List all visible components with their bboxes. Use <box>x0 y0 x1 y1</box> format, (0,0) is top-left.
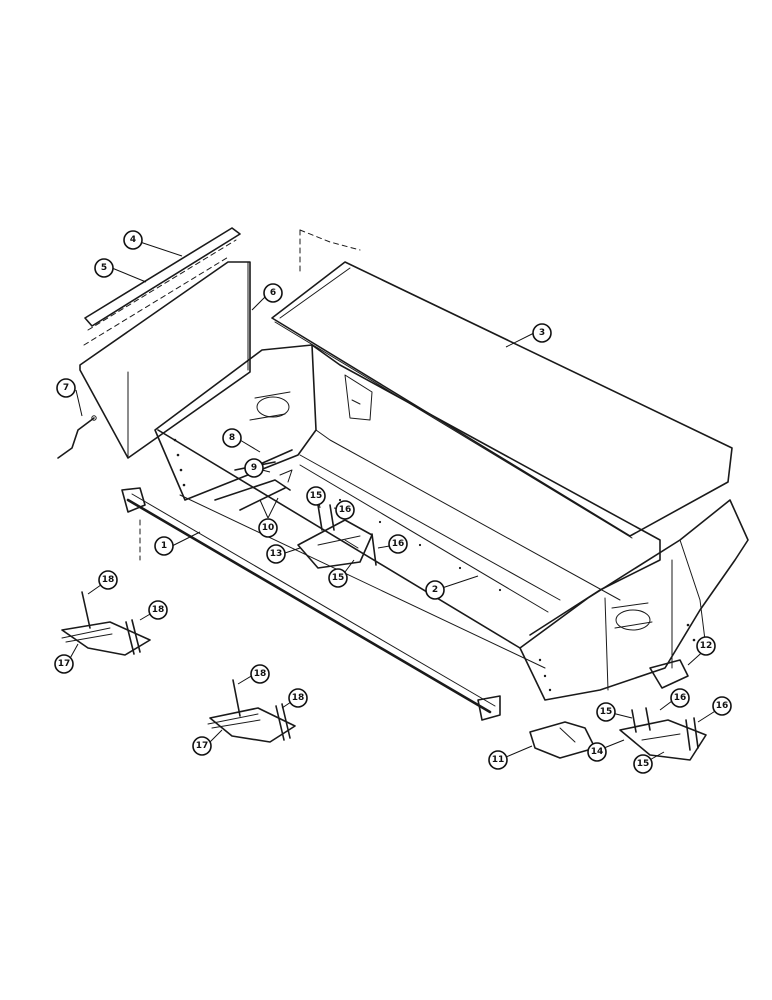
callout-18b: 18 <box>148 600 168 620</box>
callout-16b: 16 <box>388 534 408 554</box>
callout-16c: 16 <box>670 688 690 708</box>
callout-11: 11 <box>488 750 508 770</box>
callout-18c: 18 <box>250 664 270 684</box>
callout-label: 12 <box>700 641 713 651</box>
left-lid-assembly <box>79 227 251 459</box>
callout-15d: 15 <box>633 754 653 774</box>
callout-label: 6 <box>270 288 276 298</box>
callout-label: 14 <box>591 747 604 757</box>
callout-6: 6 <box>263 283 283 303</box>
callout-15b: 15 <box>328 568 348 588</box>
callout-label: 8 <box>229 433 235 443</box>
callout-label: 11 <box>492 755 505 765</box>
hopper-body <box>154 344 749 701</box>
callout-label: 9 <box>251 463 257 473</box>
callout-17b: 17 <box>192 736 212 756</box>
callout-label: 15 <box>600 707 613 717</box>
callout-5: 5 <box>94 258 114 278</box>
callout-label: 16 <box>339 505 352 515</box>
callout-15c: 15 <box>596 702 616 722</box>
callout-label: 16 <box>392 539 405 549</box>
callout-label: 18 <box>254 669 267 679</box>
callout-label: 18 <box>292 693 305 703</box>
rivet-rows <box>173 438 696 692</box>
callout-label: 1 <box>161 541 167 551</box>
callout-9: 9 <box>244 458 264 478</box>
callout-label: 17 <box>196 741 209 751</box>
callout-label: 17 <box>58 659 71 669</box>
callout-label: 15 <box>310 491 323 501</box>
right-brackets <box>529 659 707 761</box>
callout-15a: 15 <box>306 486 326 506</box>
callout-label: 2 <box>432 585 438 595</box>
mid-bracket <box>297 504 377 569</box>
callout-label: 16 <box>674 693 687 703</box>
callout-label: 3 <box>539 328 545 338</box>
callout-label: 5 <box>101 263 107 273</box>
callout-label: 7 <box>63 383 69 393</box>
leader-lines <box>67 241 721 763</box>
callout-13: 13 <box>266 544 286 564</box>
top-cover-sheet <box>271 261 733 539</box>
callout-label: 10 <box>262 523 275 533</box>
callout-label: 15 <box>332 573 345 583</box>
callout-3: 3 <box>532 323 552 343</box>
callout-1: 1 <box>154 536 174 556</box>
callout-label: 4 <box>130 235 136 245</box>
callout-14: 14 <box>587 742 607 762</box>
lower-left-bracket-b <box>207 679 296 743</box>
callout-16a: 16 <box>335 500 355 520</box>
callout-label: 16 <box>716 701 729 711</box>
background-frame <box>139 229 361 561</box>
callout-16d: 16 <box>712 696 732 716</box>
callout-12: 12 <box>696 636 716 656</box>
callout-8: 8 <box>222 428 242 448</box>
callout-2: 2 <box>425 580 445 600</box>
callout-4: 4 <box>123 230 143 250</box>
callout-17a: 17 <box>54 654 74 674</box>
callout-label: 18 <box>152 605 165 615</box>
cross-rod <box>121 487 501 721</box>
callout-label: 15 <box>637 759 650 769</box>
callout-18d: 18 <box>288 688 308 708</box>
callout-7: 7 <box>56 378 76 398</box>
latch-rod <box>57 415 97 459</box>
callout-label: 18 <box>102 575 115 585</box>
lower-left-bracket-a <box>61 591 151 656</box>
callout-10: 10 <box>258 518 278 538</box>
callout-label: 13 <box>270 549 283 559</box>
callout-18a: 18 <box>98 570 118 590</box>
